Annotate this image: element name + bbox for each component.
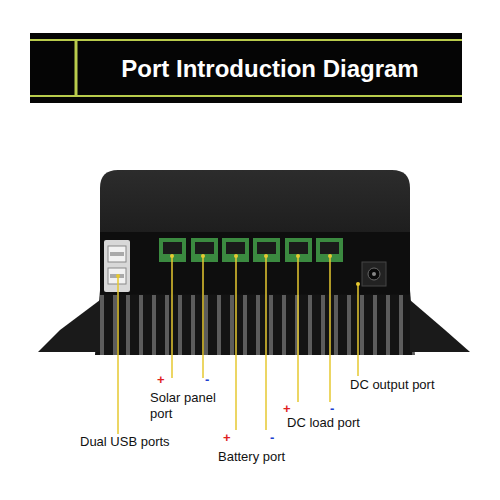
port-label: DC output port <box>350 377 435 393</box>
port-label: Solar panel port <box>150 390 224 422</box>
dc-jack <box>362 262 386 286</box>
leader-lines <box>118 256 358 434</box>
usb-tongue <box>110 252 124 256</box>
leader-line <box>357 284 359 376</box>
heatsink-fins <box>95 290 415 355</box>
polarity-minus: - <box>270 430 274 446</box>
leader-dot <box>264 254 268 258</box>
usb-block <box>104 240 130 292</box>
diagram-title: Port Introduction Diagram <box>90 52 450 86</box>
leader-dot <box>234 254 238 258</box>
leader-line <box>235 256 237 430</box>
mount-flange <box>38 300 100 352</box>
leader-dot <box>201 254 205 258</box>
banner-line <box>30 95 462 97</box>
polarity-minus: - <box>330 401 334 417</box>
leader-line <box>297 256 299 402</box>
terminal-hole <box>226 242 245 254</box>
leader-line <box>171 256 173 378</box>
banner-line <box>30 39 462 41</box>
terminal-hole <box>320 242 339 254</box>
port-label: Dual USB ports <box>80 434 170 450</box>
leader-line <box>117 276 119 434</box>
polarity-plus: + <box>157 372 165 388</box>
leader-dot <box>328 254 332 258</box>
leader-line <box>329 256 331 402</box>
polarity-minus: - <box>205 372 209 388</box>
mount-flange <box>410 300 470 352</box>
terminal-block <box>191 238 218 262</box>
terminal-hole <box>257 242 276 254</box>
port-label: Battery port <box>218 449 285 465</box>
leader-line <box>265 256 267 430</box>
leader-dot <box>170 254 174 258</box>
usb-tongue <box>110 274 124 278</box>
terminal-hole <box>195 242 214 254</box>
controller-body <box>100 170 410 295</box>
port-label: DC load port <box>287 415 360 431</box>
leader-line <box>202 256 204 378</box>
usb-socket <box>108 268 126 284</box>
polarity-plus: + <box>223 430 231 446</box>
dc-jack-pin <box>372 272 376 276</box>
leader-dot <box>296 254 300 258</box>
port-face <box>100 232 410 294</box>
dc-jack-hole <box>368 268 380 280</box>
polarity-plus: + <box>283 401 291 417</box>
terminal-hole <box>163 242 182 254</box>
title-banner <box>30 33 462 103</box>
leader-dot <box>116 274 120 278</box>
leader-dots <box>116 254 360 286</box>
terminal-hole <box>289 242 308 254</box>
usb-socket <box>108 246 126 262</box>
banner-bar <box>75 40 78 96</box>
leader-dot <box>356 282 360 286</box>
